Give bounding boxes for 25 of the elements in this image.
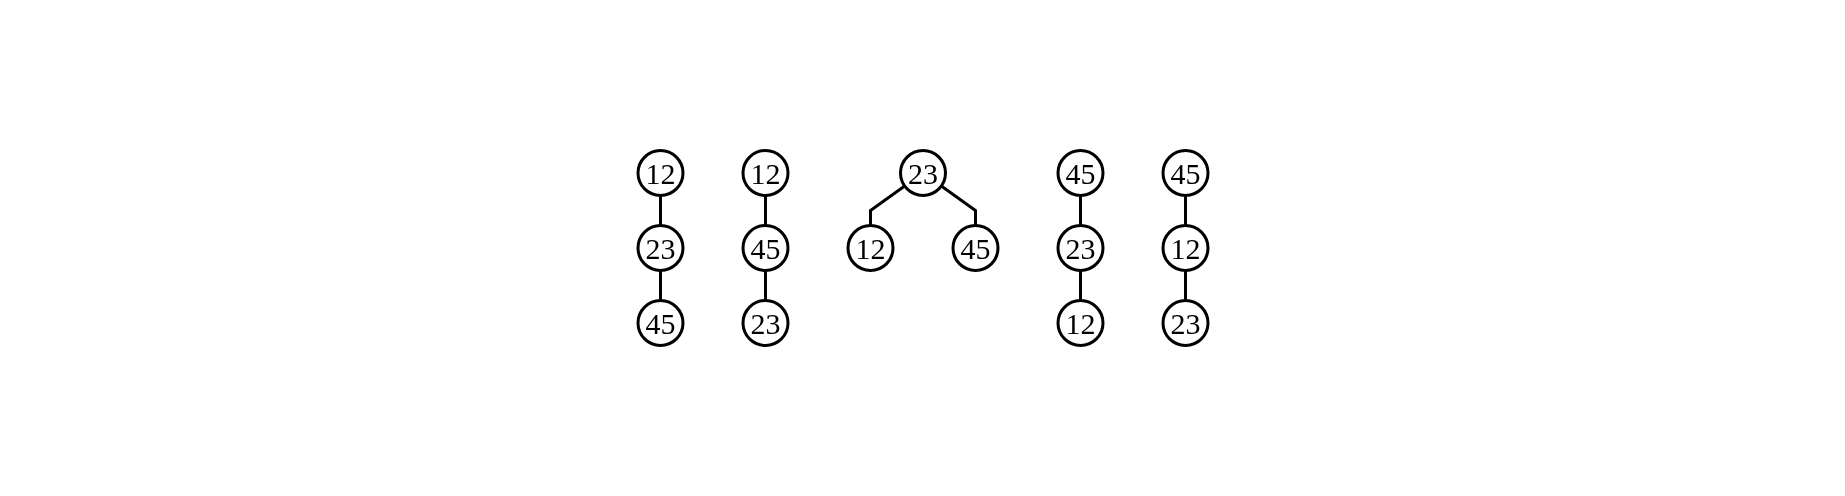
connector (1078, 195, 1082, 226)
connector (868, 184, 906, 226)
connector (763, 195, 767, 226)
connector (658, 270, 662, 301)
node-circle: 45 (1056, 149, 1104, 197)
node-circle: 12 (1056, 299, 1104, 347)
node-circle: 45 (1161, 149, 1209, 197)
node-circle: 23 (636, 224, 684, 272)
connector (658, 195, 662, 226)
connector (939, 184, 977, 226)
node-circle: 23 (1161, 299, 1209, 347)
node-circle: 23 (898, 149, 947, 197)
connector (1183, 195, 1187, 226)
node-circle: 45 (636, 299, 684, 347)
node-circle: 45 (951, 224, 999, 272)
node-circle: 12 (636, 149, 684, 197)
node-circle: 23 (741, 299, 789, 347)
connector (1183, 270, 1187, 301)
node-circle: 12 (846, 224, 894, 272)
node-circle: 12 (741, 149, 789, 197)
node-circle: 12 (1161, 224, 1209, 272)
node-circle: 45 (741, 224, 789, 272)
connector (763, 270, 767, 301)
connector (1078, 270, 1082, 301)
node-circle: 23 (1056, 224, 1104, 272)
